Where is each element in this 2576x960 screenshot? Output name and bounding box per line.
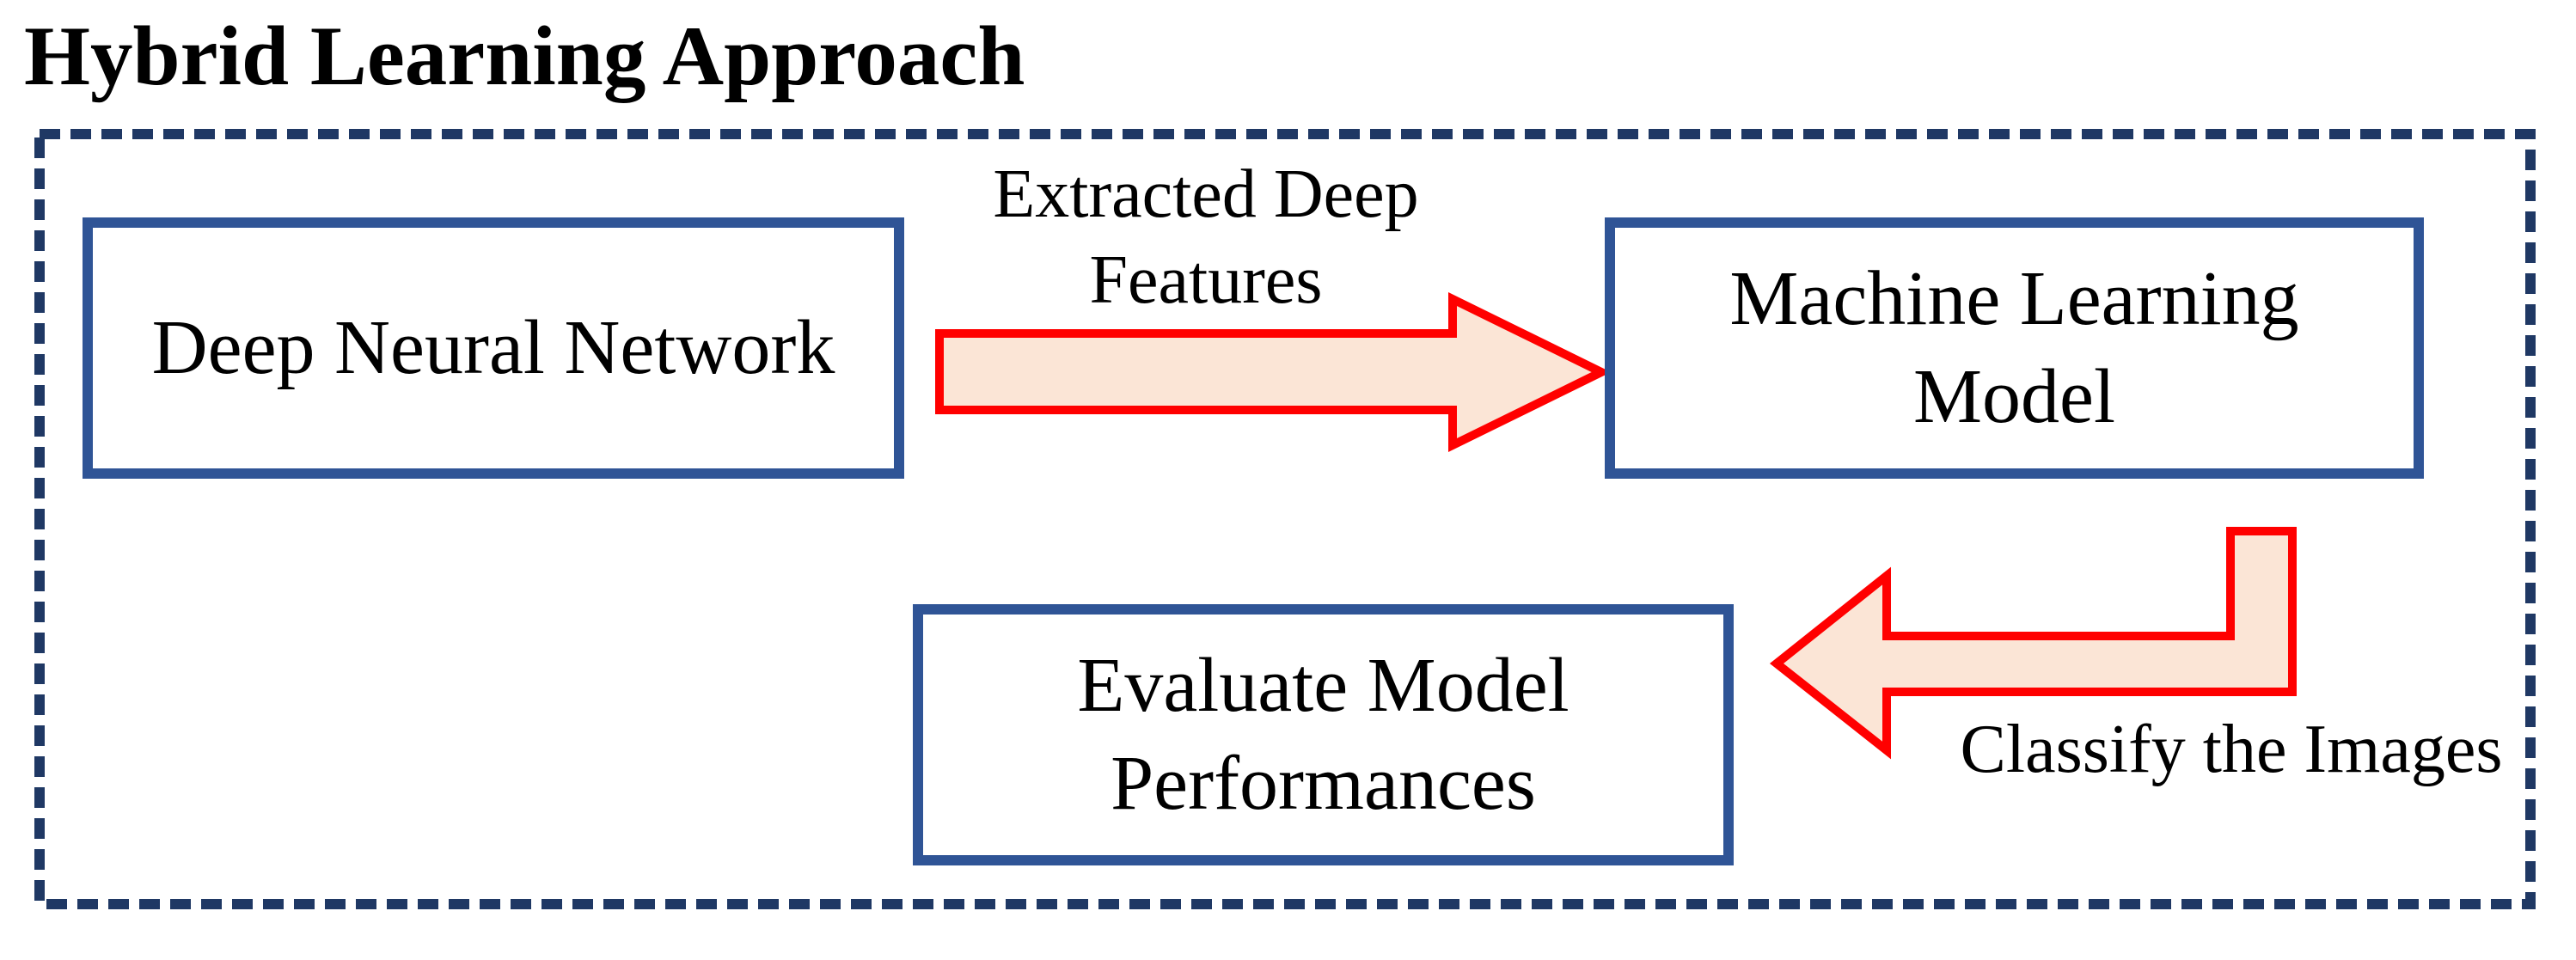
deep-neural-network-box: Deep Neural Network [83, 217, 904, 479]
evaluate-model-performances-box: Evaluate Model Performances [913, 604, 1734, 865]
diagram-title: Hybrid Learning Approach [24, 9, 1025, 103]
dashed-container-border [34, 129, 2536, 909]
elbow-left-block-arrow [1769, 527, 2297, 760]
classify-the-images-label: Classify the Images [1960, 712, 2503, 787]
machine-learning-model-box: Machine Learning Model [1605, 217, 2424, 479]
right-block-arrow [935, 291, 1612, 453]
extracted-deep-features-label: Extracted Deep Features [993, 156, 1419, 318]
